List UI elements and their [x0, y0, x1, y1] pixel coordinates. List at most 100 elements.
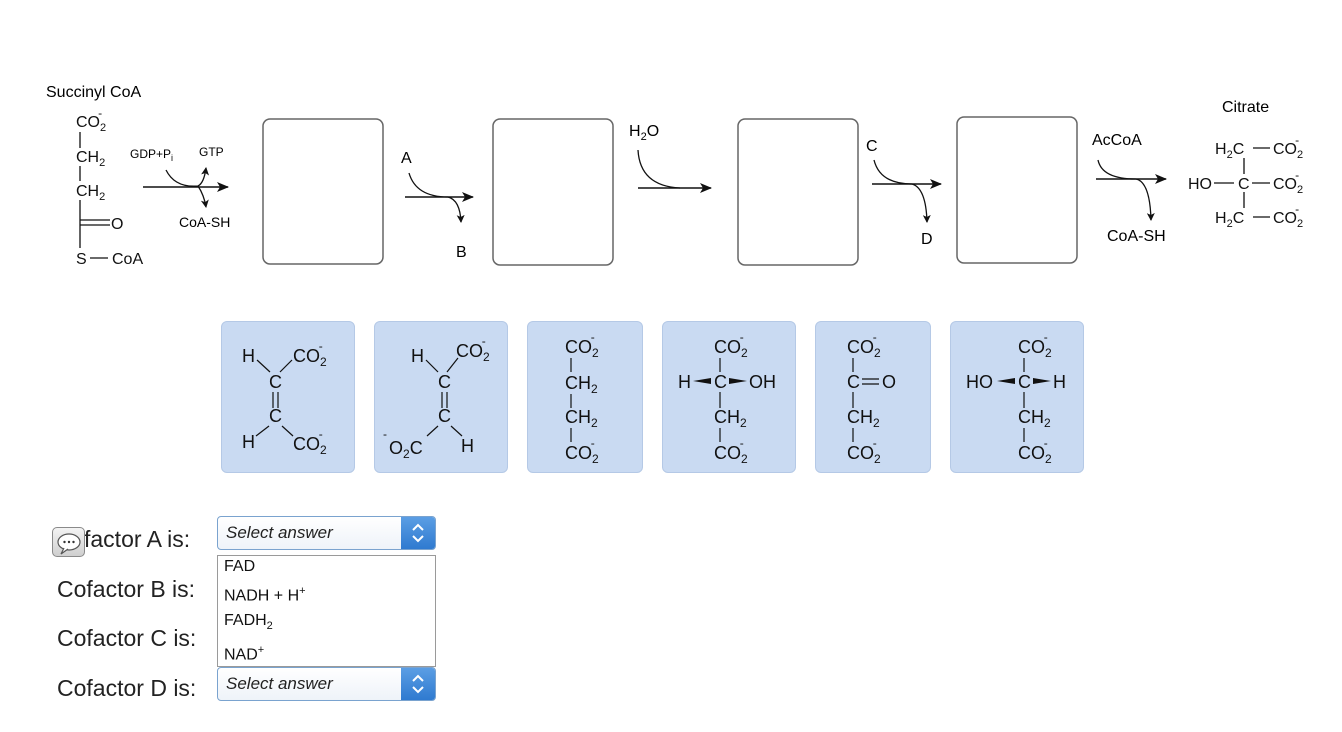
choice-tile-fumarate-2[interactable]: H CO2- C C - O2C H	[374, 321, 508, 473]
drop-box-1[interactable]	[262, 118, 384, 265]
molecule-2: H CO2- C C - O2C H	[383, 334, 490, 461]
svg-text:D: D	[921, 231, 933, 248]
cofactor-d-select-arrow[interactable]	[401, 668, 435, 700]
start-label: Succinyl CoA	[46, 84, 141, 101]
svg-text:CO2-: CO2-	[1018, 330, 1052, 360]
svg-text:H: H	[678, 372, 691, 392]
cofactor-d-select-value: Select answer	[226, 674, 333, 693]
molecule-5: CO2- C O CH2 CO2-	[847, 330, 896, 466]
choice-tile-succinate[interactable]: CO2- CH2 CH2 CO2-	[527, 321, 643, 473]
svg-text:CH2: CH2	[847, 407, 880, 430]
svg-text:C: C	[714, 372, 727, 392]
svg-text:H2O: H2O	[629, 123, 659, 143]
svg-text:C: C	[438, 406, 451, 426]
svg-text:H: H	[242, 346, 255, 366]
updown-chevron-icon	[412, 674, 424, 694]
cofactor-c-label: Cofactor C is:	[57, 625, 197, 651]
svg-text:CO2-: CO2-	[456, 334, 490, 364]
svg-text:OH: OH	[749, 372, 776, 392]
citrate-structure: H2C CO2- HO C CO2- H2C CO2-	[1188, 133, 1303, 230]
svg-text:H2C: H2C	[1215, 141, 1244, 161]
svg-text:CO2-: CO2-	[293, 339, 327, 369]
svg-text:CoA: CoA	[112, 251, 143, 268]
drop-box-3[interactable]	[737, 118, 859, 266]
svg-text:S: S	[76, 251, 87, 268]
svg-text:CH2: CH2	[565, 407, 598, 430]
cofactor-a-options-menu: FAD NADH + H+ FADH2 NAD+	[217, 555, 436, 667]
step5-arrow: AcCoA CoA-SH	[1092, 132, 1167, 245]
svg-text:GTP: GTP	[199, 145, 224, 159]
svg-text:CO2-: CO2-	[714, 436, 748, 466]
svg-text:CO2-: CO2-	[293, 427, 327, 457]
svg-text:-: -	[383, 427, 387, 441]
drop-box-2[interactable]	[492, 118, 614, 266]
svg-text:CO2-: CO2-	[1018, 436, 1052, 466]
end-label: Citrate	[1222, 99, 1269, 116]
choice-tile-malate-2[interactable]: CO2- HO C H CH2 CO2-	[950, 321, 1084, 473]
svg-text:CO2-: CO2-	[565, 330, 599, 360]
svg-text:CoA-SH: CoA-SH	[179, 214, 230, 230]
step4-arrow: C D	[866, 138, 942, 248]
step2-arrow: A B	[401, 150, 474, 261]
cofactor-d-select[interactable]: Select answer	[217, 667, 436, 701]
svg-text:H2C: H2C	[1215, 210, 1244, 230]
svg-text:C: C	[847, 372, 860, 392]
choice-tile-oxaloacetate[interactable]: CO2- C O CH2 CO2-	[815, 321, 931, 473]
svg-text:GDP+Pi: GDP+Pi	[130, 147, 173, 163]
step1-arrow: GDP+Pi GTP CoA-SH	[130, 145, 230, 230]
svg-text:HO: HO	[966, 372, 993, 392]
svg-text:AcCoA: AcCoA	[1092, 132, 1142, 149]
pathway-diagram: Succinyl CoA CO2- CH2 CH2 O S CoA GDP+Pi…	[46, 84, 1303, 268]
cofactor-a-select-arrow[interactable]	[401, 517, 435, 549]
svg-text:CO2-: CO2-	[847, 436, 881, 466]
option-nadh[interactable]: NADH + H+	[224, 585, 306, 605]
succinyl-coa-structure: CO2- CH2 CH2 O S CoA	[76, 106, 143, 268]
choice-tile-fumarate-1[interactable]: H CO2- C C H CO2-	[221, 321, 355, 473]
cofactor-a-select-value: Select answer	[226, 523, 333, 542]
svg-text:O: O	[882, 372, 896, 392]
svg-text:H: H	[242, 432, 255, 452]
molecule-3: CO2- CH2 CH2 CO2-	[565, 330, 599, 466]
molecule-4: CO2- H C OH CH2 CO2-	[678, 330, 776, 466]
choice-tile-malate-1[interactable]: CO2- H C OH CH2 CO2-	[662, 321, 796, 473]
svg-text:C: C	[866, 138, 878, 155]
svg-text:CH2: CH2	[1018, 407, 1051, 430]
cofactor-a-select[interactable]: Select answer	[217, 516, 436, 550]
svg-text:C: C	[1018, 372, 1031, 392]
svg-text:CH2: CH2	[76, 183, 105, 203]
svg-text:HO: HO	[1188, 176, 1212, 193]
svg-text:CO2-: CO2-	[76, 106, 106, 134]
svg-text:CO2-: CO2-	[847, 330, 881, 360]
svg-text:H: H	[1053, 372, 1066, 392]
svg-text:CO2-: CO2-	[565, 436, 599, 466]
step3-arrow: H2O	[629, 123, 712, 193]
svg-text:CO2-: CO2-	[1273, 168, 1303, 196]
svg-text:CH2: CH2	[76, 149, 105, 169]
svg-text:H: H	[461, 436, 474, 456]
cofactor-a-label: factor A is:	[84, 526, 191, 552]
cofactor-b-label: Cofactor B is:	[57, 576, 196, 602]
svg-text:CO2-: CO2-	[1273, 133, 1303, 161]
svg-text:O: O	[111, 216, 123, 233]
updown-chevron-icon	[412, 523, 424, 543]
svg-text:C: C	[269, 406, 282, 426]
svg-text:CH2: CH2	[714, 407, 747, 430]
comment-button[interactable]	[52, 527, 85, 557]
svg-text:B: B	[456, 244, 467, 261]
option-nad[interactable]: NAD+	[224, 644, 265, 664]
molecule-6: CO2- HO C H CH2 CO2-	[966, 330, 1066, 466]
svg-text:H: H	[411, 346, 424, 366]
cofactor-d-label: Cofactor D is:	[57, 675, 197, 701]
svg-text:CoA-SH: CoA-SH	[1107, 228, 1166, 245]
svg-text:CO2-: CO2-	[1273, 202, 1303, 230]
svg-text:C: C	[269, 372, 282, 392]
option-fadh2[interactable]: FADH2	[224, 612, 273, 633]
svg-text:CH2: CH2	[565, 373, 598, 396]
svg-text:O2C: O2C	[389, 438, 423, 461]
svg-text:CO2-: CO2-	[714, 330, 748, 360]
drop-box-4[interactable]	[956, 116, 1078, 264]
svg-text:A: A	[401, 150, 412, 167]
molecule-1: H CO2- C C H CO2-	[242, 339, 327, 457]
svg-text:C: C	[1238, 176, 1250, 193]
option-fad[interactable]: FAD	[224, 558, 256, 575]
